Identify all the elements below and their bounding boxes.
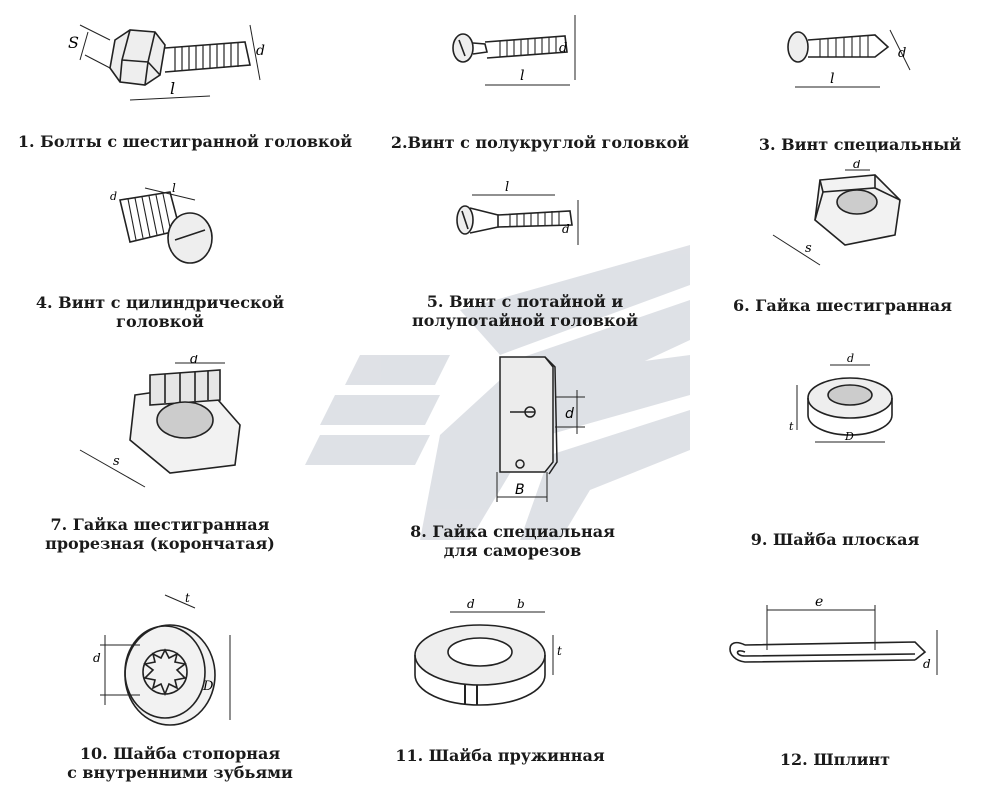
label-d: d (110, 190, 117, 203)
label-d: d (559, 41, 567, 56)
label-l: l (830, 71, 834, 87)
item-10-caption: 10. Шайба стопорная с внутренними зубьям… (67, 744, 293, 782)
label-d: d (562, 222, 570, 236)
label-s: s (805, 241, 812, 256)
watermark-logo (305, 245, 690, 540)
label-d: d (190, 355, 198, 367)
item-1-caption: 1. Болты с шестигранной головкой (17, 132, 353, 151)
spring-washer-drawing: d b t (414, 597, 562, 706)
label-l: l (172, 181, 176, 195)
hex-bolt-drawing: S l d (68, 24, 265, 101)
label-l: l (520, 68, 524, 84)
item-12-caption: 12. Шплинт (779, 750, 891, 769)
flat-washer-drawing: d t D (789, 352, 893, 443)
item-7-caption: 7. Гайка шестигранная прорезная (коронча… (45, 515, 275, 553)
label-b: B (515, 482, 525, 498)
item-5-caption: 5. Винт с потайной и полупотайной головк… (412, 292, 638, 330)
countersunk-screw-drawing: l d (456, 180, 579, 245)
label-t: t (185, 591, 190, 605)
round-head-screw-drawing: l d (452, 15, 576, 86)
item-6-caption: 6. Гайка шестигранная (733, 296, 952, 315)
label-d: d (565, 406, 574, 422)
label-d: d (256, 43, 265, 59)
item-9-caption: 9. Шайба плоская (750, 530, 920, 549)
label-e: e (815, 594, 823, 610)
label-t: t (789, 420, 794, 433)
label-l: l (170, 79, 175, 98)
item-8-caption: 8. Гайка специальная для саморезов (410, 522, 615, 560)
label-l: l (505, 180, 509, 195)
item-4-caption: 4. Винт с цилиндрической головкой (35, 293, 285, 331)
label-d: d (853, 160, 861, 171)
label-d-outer: D (844, 430, 854, 443)
cotter-pin-drawing: e d (729, 594, 938, 675)
item-2-caption: 2.Винт с полукруглой головкой (390, 133, 690, 152)
hex-nut-drawing: d s (772, 160, 901, 266)
label-d: d (847, 352, 854, 365)
label-b: b (517, 597, 525, 611)
castle-nut-drawing: d s (79, 355, 241, 488)
item-11-caption: 11. Шайба пружинная (395, 746, 605, 765)
label-d: d (923, 657, 931, 671)
special-nut-drawing: d B (496, 356, 585, 502)
item-3-caption: 3. Винт специальный (758, 135, 962, 154)
lock-washer-drawing: t d D (93, 591, 231, 726)
label-d: d (467, 597, 475, 611)
label-d-outer: D (202, 679, 214, 694)
cylinder-head-screw-drawing: d l (110, 181, 213, 264)
label-d: d (93, 651, 101, 665)
label-s: S (68, 33, 79, 52)
label-d: d (898, 46, 906, 61)
label-s: s (113, 454, 120, 469)
special-screw-drawing: l d (787, 29, 911, 88)
label-t: t (557, 644, 562, 658)
